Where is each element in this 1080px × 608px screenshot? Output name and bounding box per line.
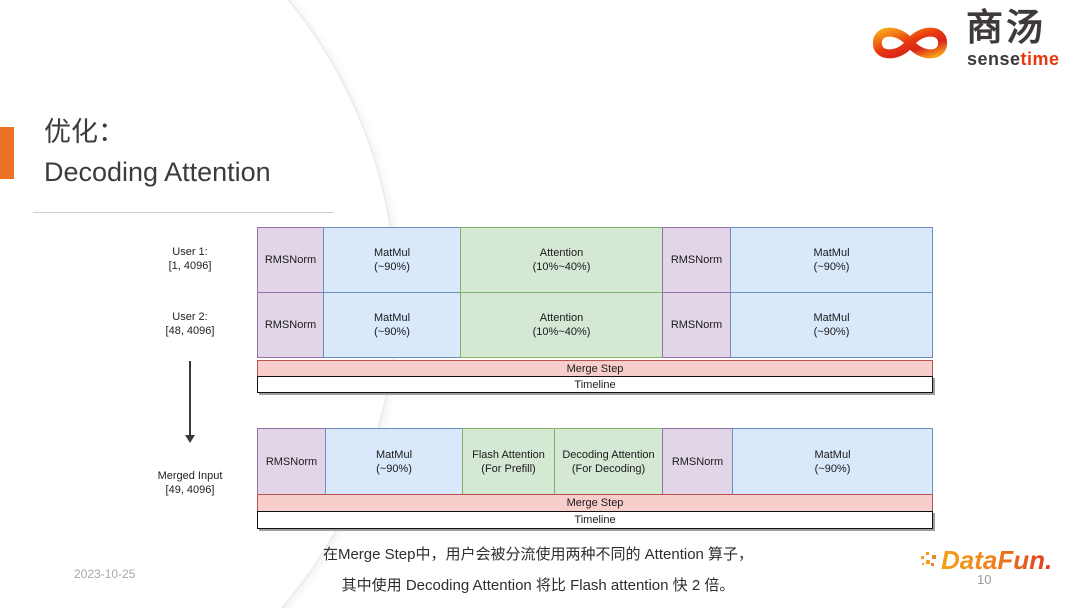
title-underline — [33, 212, 333, 213]
block-rmsnorm: RMSNorm — [257, 292, 324, 358]
block-matmul: MatMul(~90%) — [730, 227, 933, 293]
merge-step-bar: Merge Step — [257, 494, 933, 512]
block-decoding-attention: Decoding Attention(For Decoding) — [554, 428, 663, 495]
block-rmsnorm: RMSNorm — [662, 227, 731, 293]
accent-bar — [0, 127, 14, 179]
timeline-bar: Timeline — [257, 376, 933, 393]
datafun-pixels-icon — [921, 552, 936, 566]
pipeline-row-user1: RMSNorm MatMul(~90%) Attention(10%~40%) … — [257, 227, 933, 293]
sensetime-logo-time: time — [1020, 49, 1060, 69]
merged-input-label: Merged Input [49, 4096] — [157, 470, 223, 496]
user1-label: User 1: [1, 4096] — [168, 246, 212, 272]
block-matmul: MatMul(~90%) — [730, 292, 933, 358]
page-title-line2: Decoding Attention — [44, 157, 271, 187]
block-rmsnorm: RMSNorm — [662, 428, 733, 495]
block-matmul: MatMul(~90%) — [323, 292, 461, 358]
caption-text: 在Merge Step中，用户会被分流使用两种不同的 Attention 算子，… — [180, 539, 896, 601]
block-matmul: MatMul(~90%) — [325, 428, 463, 495]
sensetime-logo-chinese: 商汤 — [966, 7, 1046, 48]
page-title: 优化： Decoding Attention — [44, 112, 271, 192]
user2-label: User 2: [48, 4096] — [165, 311, 215, 337]
block-rmsnorm: RMSNorm — [257, 428, 326, 495]
block-attention: Attention(10%~40%) — [460, 227, 663, 293]
pipeline-row-user2: RMSNorm MatMul(~90%) Attention(10%~40%) … — [257, 292, 933, 358]
block-rmsnorm: RMSNorm — [662, 292, 731, 358]
sensetime-logo-wordmark: sensetime — [967, 49, 1060, 69]
merge-arrow-icon — [184, 361, 196, 443]
caption-line2: 其中使用 Decoding Attention 将比 Flash attenti… — [341, 577, 735, 594]
timeline-bar: Timeline — [257, 511, 933, 529]
merge-step-bar: Merge Step — [257, 360, 933, 377]
sensetime-logo-sense: sense — [967, 49, 1021, 69]
caption-line1: 在Merge Step中，用户会被分流使用两种不同的 Attention 算子， — [322, 546, 754, 563]
page-title-line1: 优化： — [44, 117, 125, 147]
datafun-wordmark: DataFun. — [941, 545, 1053, 575]
block-matmul: MatMul(~90%) — [323, 227, 461, 293]
datafun-logo: DataFun. — [921, 545, 1052, 575]
block-flash-attention: Flash Attention(For Prefill) — [462, 428, 555, 495]
sensetime-infinity-icon — [872, 27, 948, 59]
slide-date: 2023-10-25 — [74, 567, 136, 581]
block-rmsnorm: RMSNorm — [257, 227, 324, 293]
pipeline-row-merged: RMSNorm MatMul(~90%) Flash Attention(For… — [257, 428, 933, 495]
block-matmul: MatMul(~90%) — [732, 428, 933, 495]
block-attention: Attention(10%~40%) — [460, 292, 663, 358]
page-number: 10 — [977, 572, 992, 587]
